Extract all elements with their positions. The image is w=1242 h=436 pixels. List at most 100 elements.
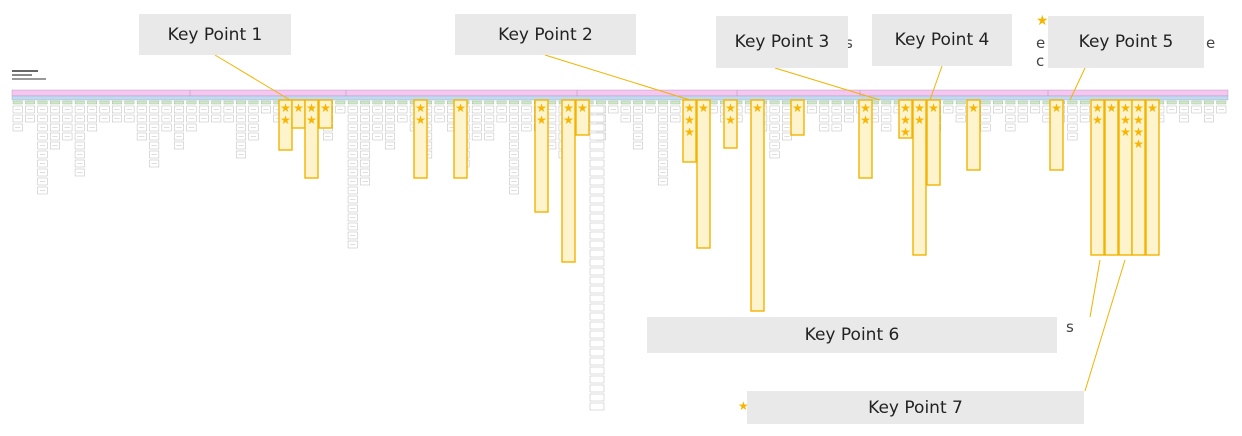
org-box [589,366,605,375]
star-icon: ★ [1133,125,1144,139]
column-header [620,100,631,105]
star-icon: ★ [1036,13,1049,29]
column-header [1079,100,1090,105]
callout-label: Key Point 3 [734,32,830,52]
star-icon: ★ [1051,101,1062,115]
column-header [198,100,209,105]
column-header [943,100,954,105]
star-icon: ★ [1092,113,1103,127]
column-header [1191,100,1202,105]
leader-line [1084,259,1126,392]
column-header [50,100,60,105]
column-header [112,100,122,105]
org-box [589,222,605,231]
column-header [484,100,495,105]
column-header [1067,100,1078,105]
fragment-text: s [845,34,853,52]
highlighted-column [966,99,981,171]
star-icon: ★ [563,101,574,115]
star-icon: ★ [415,113,426,127]
column-header [844,100,854,105]
callout-key-point-1: Key Point 1 [139,14,291,55]
column-header [819,100,830,105]
column-header [1017,100,1028,105]
column-header [806,100,817,105]
org-box [589,348,605,357]
callout-label: Key Point 6 [804,325,900,345]
column-header [596,100,606,105]
callout-key-point-5: Key Point 5 [1048,16,1204,68]
star-icon: ★ [1120,113,1131,127]
star-icon: ★ [455,101,466,115]
highlighted-column [1049,99,1064,171]
star-icon: ★ [914,113,925,127]
star-icon: ★ [1092,101,1103,115]
star-icon: ★ [1106,101,1117,115]
star-icon: ★ [1120,125,1131,139]
callout-key-point-7: Key Point 7 [747,391,1084,424]
org-box [589,402,605,411]
column-header [223,100,234,105]
highlighted-column [1131,99,1146,256]
org-box [589,258,605,267]
org-box [589,123,605,132]
star-icon: ★ [792,101,803,115]
callout-key-point-6: Key Point 6 [647,317,1057,353]
org-box [589,159,605,168]
callout-label: Key Point 7 [868,397,963,418]
star-icon: ★ [1133,137,1144,151]
star-icon: ★ [280,101,291,115]
star-icon: ★ [900,113,911,127]
group-band [11,95,1229,101]
highlighted-column [750,99,765,312]
star-icon: ★ [900,101,911,115]
column-header [1204,100,1214,105]
highlighted-column [561,99,576,263]
column-header [186,100,197,105]
column-header [99,100,110,105]
highlighted-column [898,99,913,139]
org-box [589,132,605,141]
column-header [1166,100,1177,105]
org-box [589,231,605,240]
star-icon: ★ [280,113,291,127]
org-box [589,240,605,249]
column-header [980,100,991,105]
callout-key-point-2: Key Point 2 [455,14,636,55]
org-box [589,249,605,258]
column-header [1005,100,1016,105]
leader-line [214,54,291,101]
column-header [149,100,160,105]
column-header [769,100,780,105]
star-icon: ★ [684,101,695,115]
highlighted-column [318,99,333,129]
highlighted-column [723,99,738,149]
callout-key-point-3: Key Point 3 [716,16,848,68]
org-box [589,285,605,294]
column-header [645,100,656,105]
fragment-text: s [1066,318,1074,336]
column-header [74,100,85,105]
column-header [12,100,23,105]
page-header-text [12,70,46,80]
org-box [589,312,605,321]
org-box [589,177,605,186]
org-box [589,303,605,312]
star-icon: ★ [536,101,547,115]
highlighted-column [575,99,590,136]
column-header [136,100,147,105]
column-header [248,100,259,105]
star-icon: ★ [1147,101,1158,115]
callout-label: Key Point 4 [894,30,990,50]
highlighted-column [1090,99,1105,256]
org-box [589,357,605,366]
org-box [589,114,605,123]
fragment-text: e [1206,34,1216,52]
column-header [236,100,246,105]
leader-line [774,67,881,101]
org-box [589,195,605,204]
org-box [589,168,605,177]
column-header [261,100,271,105]
org-box [589,150,605,159]
